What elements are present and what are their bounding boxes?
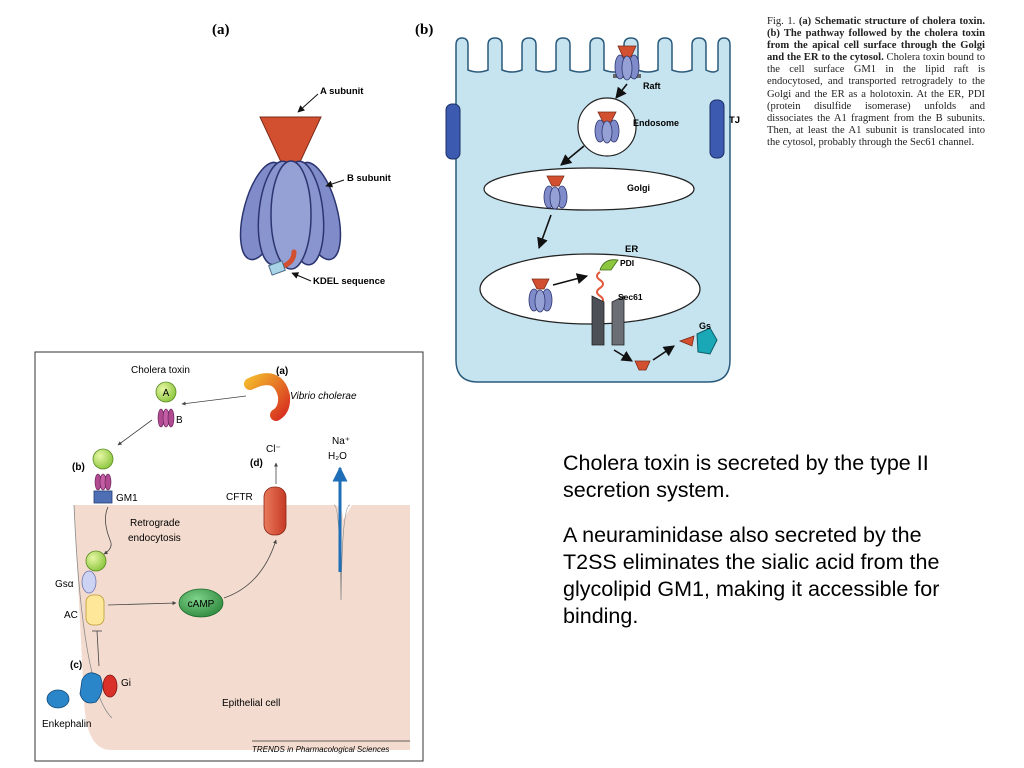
internalized-toxin-a bbox=[85, 550, 107, 572]
b-letter: B bbox=[176, 415, 183, 426]
golgi-toxin bbox=[543, 175, 568, 210]
slide-paragraph-1: Cholera toxin is secreted by the type II… bbox=[563, 451, 929, 502]
a-subunit-label: A subunit bbox=[320, 86, 364, 97]
b-subunit-label: B subunit bbox=[347, 173, 392, 184]
caption-bold-title: (a) Schematic structure of cholera toxin… bbox=[767, 16, 985, 64]
b-subunit-pentamer bbox=[239, 160, 342, 270]
gm1-receptor bbox=[93, 490, 113, 504]
source-credit: TRENDS in Pharmacological Sciences bbox=[252, 745, 389, 754]
gi-protein bbox=[102, 674, 118, 698]
kdel-label: KDEL sequence bbox=[313, 276, 385, 287]
adenylate-cyclase bbox=[85, 594, 105, 626]
panel-b-letter: (b) bbox=[415, 22, 433, 38]
released-a1 bbox=[634, 360, 651, 371]
golgi-label: Golgi bbox=[627, 183, 650, 193]
enkephalin-molecule bbox=[46, 689, 70, 709]
na-label: Na⁺ bbox=[332, 436, 350, 447]
camp-molecule bbox=[178, 588, 224, 618]
gm1-label: GM1 bbox=[116, 493, 138, 504]
lower-panel-a-letter: (a) bbox=[276, 366, 288, 377]
er-label: ER bbox=[625, 244, 638, 255]
vibrio-label: Vibrio cholerae bbox=[290, 391, 357, 402]
slide-paragraph-2: A neuraminidase also secreted by the T2S… bbox=[563, 523, 940, 628]
pdi-shape bbox=[599, 259, 619, 271]
caption-fig-label: Fig. 1. bbox=[767, 16, 796, 27]
cftr-label: CFTR bbox=[226, 492, 253, 503]
tight-junction-left bbox=[445, 103, 461, 160]
ac-label: AC bbox=[64, 610, 78, 621]
gs-label: Gs bbox=[699, 321, 711, 331]
gs-alpha-shape bbox=[81, 570, 97, 594]
panel-a-letter: (a) bbox=[212, 22, 230, 38]
retrograde-label: Retrograde bbox=[130, 518, 180, 529]
slide-body-text: Cholera toxin is secreted by the type II… bbox=[563, 450, 943, 648]
opioid-receptor bbox=[79, 672, 103, 704]
golgi bbox=[483, 167, 695, 211]
a1-at-gs bbox=[678, 335, 695, 347]
gi-label: Gi bbox=[121, 678, 131, 689]
epithelial-cell-label: Epithelial cell bbox=[222, 698, 280, 709]
epithelial-tissue bbox=[74, 505, 410, 750]
er-toxin bbox=[528, 278, 553, 313]
panel-b-cell-pathway: (b) TJ Raft Endosome bbox=[415, 22, 740, 383]
toxin-b-pentamer bbox=[157, 408, 175, 428]
caption-body: Cholera toxin bound to the cell surface … bbox=[767, 52, 985, 148]
toxin-a-circle bbox=[155, 381, 177, 403]
raft-label: Raft bbox=[643, 81, 661, 91]
camp-label: cAMP bbox=[188, 599, 215, 610]
kdel-box bbox=[268, 260, 286, 276]
cl-label: Cl⁻ bbox=[266, 444, 281, 455]
sec61-channel bbox=[591, 295, 625, 346]
lower-panel-d-letter: (d) bbox=[250, 458, 263, 469]
lower-panel-c-letter: (c) bbox=[70, 660, 82, 671]
h2o-label: H₂O bbox=[328, 451, 347, 462]
bound-toxin-a bbox=[92, 448, 114, 470]
er bbox=[479, 253, 701, 325]
gs-alpha-label: Gsα bbox=[55, 579, 74, 590]
endosome-label: Endosome bbox=[633, 118, 679, 128]
enkephalin-label: Enkephalin bbox=[42, 719, 91, 730]
endosome-toxin bbox=[594, 111, 620, 144]
cholera-toxin-label: Cholera toxin bbox=[131, 365, 190, 376]
a-subunit-shape bbox=[259, 116, 322, 163]
endocytosis-label: endocytosis bbox=[128, 533, 181, 544]
vibrio-cholerae-shape bbox=[244, 373, 291, 421]
cftr-channel bbox=[263, 486, 287, 536]
panel-a-toxin-structure: (a) A subunit B subunit KDEL sequence bbox=[212, 22, 392, 287]
tj-label: TJ bbox=[729, 115, 740, 126]
sec61-label: Sec61 bbox=[618, 292, 643, 302]
tight-junction-right bbox=[709, 99, 725, 159]
bound-toxin-b bbox=[94, 473, 112, 491]
a-letter: A bbox=[163, 388, 170, 399]
pdi-label: PDI bbox=[620, 258, 634, 268]
lower-panel-b-letter: (b) bbox=[72, 462, 85, 473]
gs-protein bbox=[696, 327, 718, 355]
lower-figure: Cholera toxin A B (a) Vibrio cholerae (b… bbox=[34, 351, 424, 762]
raft-toxin bbox=[613, 45, 641, 81]
figure-caption: Fig. 1. (a) Schematic structure of chole… bbox=[767, 16, 985, 149]
